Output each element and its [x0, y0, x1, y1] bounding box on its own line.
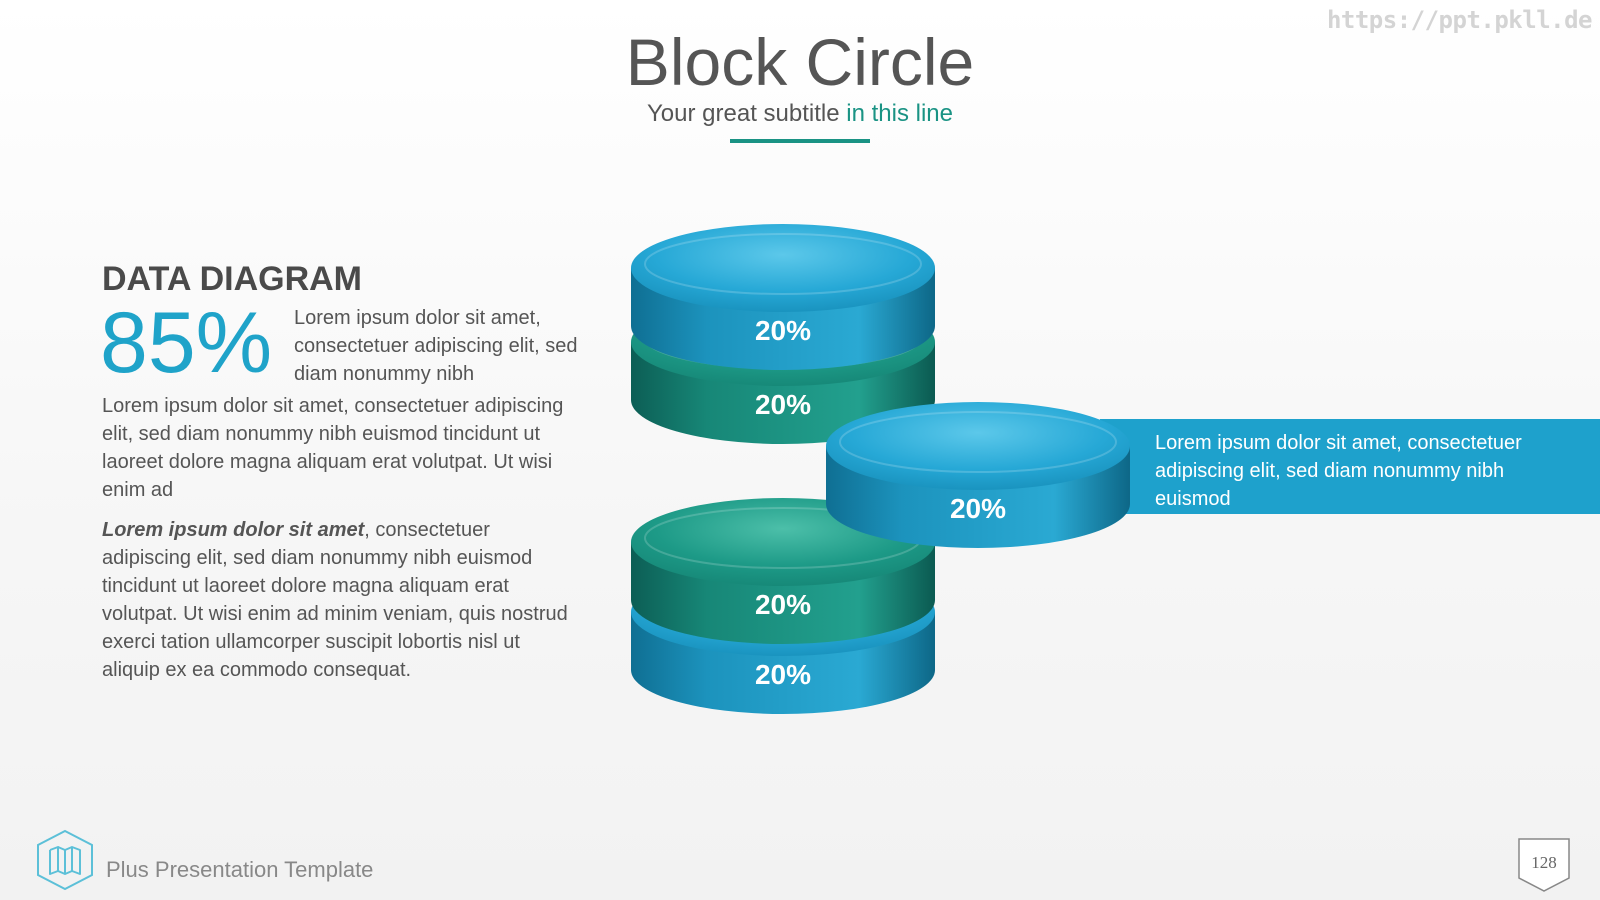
body-paragraph-2: Lorem ipsum dolor sit amet, consectetuer…: [102, 516, 582, 684]
intro-text: Lorem ipsum dolor sit amet, consectetuer…: [294, 307, 578, 385]
paragraph-lead: Lorem ipsum dolor sit amet: [102, 519, 365, 541]
disk-highlight: [839, 411, 1117, 473]
page-title: Block Circle: [625, 25, 975, 99]
disk-stack: 20% 20% 20% 20% 20%: [631, 224, 1130, 714]
page-badge-icon: [1518, 838, 1570, 892]
disk-label: 20%: [755, 389, 811, 420]
disk-label: 20%: [755, 315, 811, 346]
section-heading: DATA DIAGRAM: [102, 260, 362, 298]
body-paragraph-1: Lorem ipsum dolor sit amet, consectetuer…: [102, 395, 564, 501]
watermark-url: https://ppt.pkll.de: [1326, 6, 1593, 34]
disk-top: [826, 402, 1130, 490]
big-percent-value: 85%: [100, 295, 273, 391]
title-underline: [730, 139, 870, 143]
subtitle-accent: in this line: [846, 100, 953, 127]
footer-template-name: Plus Presentation Template: [106, 857, 374, 882]
map-icon: [37, 829, 93, 891]
paragraph-rest: , consectetuer adipiscing elit, sed diam…: [102, 519, 568, 681]
disk-1: 20%: [631, 224, 935, 370]
page-number: 128: [1531, 853, 1557, 872]
subtitle-main: Your great subtitle: [647, 100, 847, 127]
callout-text: Lorem ipsum dolor sit amet, consectetuer…: [1155, 432, 1522, 510]
disk-highlight: [644, 233, 922, 295]
page-subtitle: Your great subtitle in this line: [0, 100, 1600, 128]
disk-label: 20%: [755, 589, 811, 620]
disk-label: 20%: [950, 493, 1006, 524]
callout-band: [1100, 419, 1600, 514]
disk-label: 20%: [755, 659, 811, 690]
disk-3: 20%: [826, 402, 1130, 548]
disk-top: [631, 224, 935, 312]
